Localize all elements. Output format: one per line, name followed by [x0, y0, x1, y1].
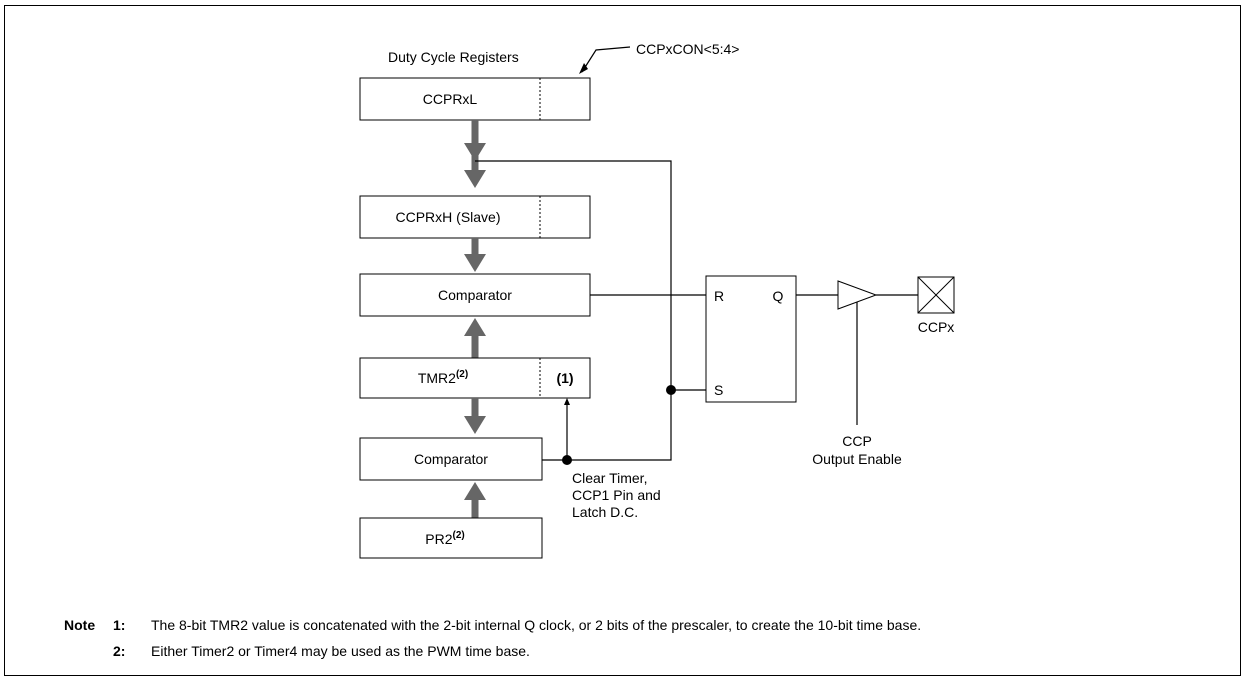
figure-frame — [4, 5, 1241, 676]
ccp-label: CCP — [842, 433, 872, 449]
tmr2-extension-label: (1) — [556, 370, 573, 386]
bus-arrowhead-3 — [464, 254, 486, 272]
ccpx-pin-cross-2 — [917, 276, 955, 314]
ccprxl-label: CCPRxL — [423, 91, 478, 107]
ccpxcon-leader-arrowhead — [579, 63, 588, 74]
tmr2-box — [359, 357, 591, 399]
comparator-top-box — [359, 273, 591, 317]
output-enable-label: Output Enable — [812, 451, 902, 467]
comparator-top-label: Comparator — [438, 287, 512, 303]
ccprxh-box — [359, 195, 591, 239]
tmr2-name: TMR2 — [418, 370, 456, 386]
pr2-superscript: (2) — [453, 530, 465, 541]
latch-s-label: S — [714, 382, 723, 398]
clear-timer-line-2: CCP1 Pin and — [572, 487, 661, 503]
pr2-label: PR2(2) — [425, 530, 464, 547]
ccprxl-box — [359, 77, 591, 121]
rs-latch-box — [705, 275, 797, 403]
bus-arrowhead-2 — [464, 170, 486, 188]
latch-r-label: R — [714, 288, 724, 304]
bus-arrowhead-4 — [464, 318, 486, 336]
clear-timer-line-3: Latch D.C. — [572, 504, 638, 520]
wire-comparator-bottom-to-s — [542, 390, 672, 461]
ccpx-pin-label: CCPx — [918, 319, 955, 335]
ccprxh-label: CCPRxH (Slave) — [395, 209, 500, 225]
bus-arrowhead-5 — [464, 416, 486, 434]
duty-cycle-label: Duty Cycle Registers — [388, 49, 519, 65]
pr2-box — [359, 517, 543, 559]
wire-ccprxl-to-s-node — [475, 160, 672, 390]
tmr2-superscript: (2) — [456, 369, 468, 380]
comparator-bottom-box — [359, 437, 543, 481]
note-2-number: 2: — [113, 643, 125, 659]
tmr2-label: TMR2(2) — [418, 369, 468, 386]
latch-q-label: Q — [773, 288, 784, 304]
pr2-name: PR2 — [425, 531, 452, 547]
bus-arrowhead-6 — [464, 482, 486, 500]
note-2-text: Either Timer2 or Timer4 may be used as t… — [151, 643, 530, 659]
clear-timer-line-1: Clear Timer, — [572, 470, 647, 486]
bus-arrowhead-1 — [464, 143, 486, 161]
clear-timer-arrowhead — [564, 398, 570, 405]
note-1-number: 1: — [113, 617, 125, 633]
ccpxcon-label: CCPxCON<5:4> — [636, 41, 739, 57]
comparator-bottom-label: Comparator — [414, 451, 488, 467]
note-1-text: The 8-bit TMR2 value is concatenated wit… — [151, 617, 921, 633]
ccpxcon-leader-line — [581, 46, 631, 73]
note-heading: Note — [64, 617, 95, 633]
